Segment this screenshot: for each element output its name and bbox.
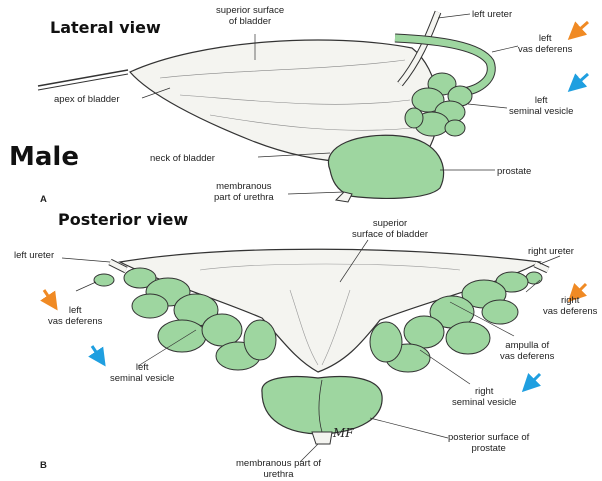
label-posterior-left-vas-deferens: left vas deferens <box>48 305 102 327</box>
heading-lateral-view: Lateral view <box>50 18 161 37</box>
label-posterior-right-ureter: right ureter <box>528 246 574 257</box>
label-lateral-left-vas-deferens: left vas deferens <box>518 33 572 55</box>
label-lateral-apex: apex of bladder <box>54 94 120 105</box>
label-posterior-left-seminal-vesicle: left seminal vesicle <box>110 362 174 384</box>
posterior-right-ureter <box>535 264 548 270</box>
orange-arrow-icon <box>570 22 588 38</box>
label-posterior-right-seminal-vesicle: right seminal vesicle <box>452 386 516 408</box>
label-lateral-left-seminal-vesicle: left seminal vesicle <box>509 95 573 117</box>
heading-male: Male <box>9 142 79 172</box>
label-posterior-surface-prostate: posterior surface of prostate <box>448 432 529 454</box>
heading-posterior-view: Posterior view <box>58 210 188 229</box>
posterior-membranous-urethra <box>312 432 332 444</box>
lateral-membranous-urethra <box>336 192 352 202</box>
panel-letter-a: A <box>40 194 47 205</box>
blue-arrow-icon <box>570 74 588 90</box>
label-posterior-superior-surface: superior surface of bladder <box>352 218 428 240</box>
label-lateral-neck: neck of bladder <box>150 153 215 164</box>
lateral-prostate <box>328 135 443 198</box>
label-lateral-membranous-urethra: membranous part of urethra <box>214 181 274 203</box>
label-posterior-left-ureter: left ureter <box>14 250 54 261</box>
blue-arrow-icon <box>92 346 104 364</box>
label-lateral-prostate: prostate <box>497 166 531 177</box>
posterior-prostate <box>262 377 382 434</box>
label-lateral-superior-surface: superior surface of bladder <box>216 5 284 27</box>
artist-signature: MF <box>332 426 354 440</box>
label-posterior-ampulla: ampulla of vas deferens <box>500 340 554 362</box>
blue-arrow-icon <box>524 374 540 390</box>
label-posterior-right-vas-deferens: right vas deferens <box>543 295 597 317</box>
label-lateral-left-ureter: left ureter <box>472 9 512 20</box>
label-posterior-membranous-urethra: membranous part of urethra <box>236 458 321 480</box>
posterior-left-vas <box>94 274 114 286</box>
panel-letter-b: B <box>40 460 47 471</box>
lateral-apex-ligament <box>38 70 128 90</box>
